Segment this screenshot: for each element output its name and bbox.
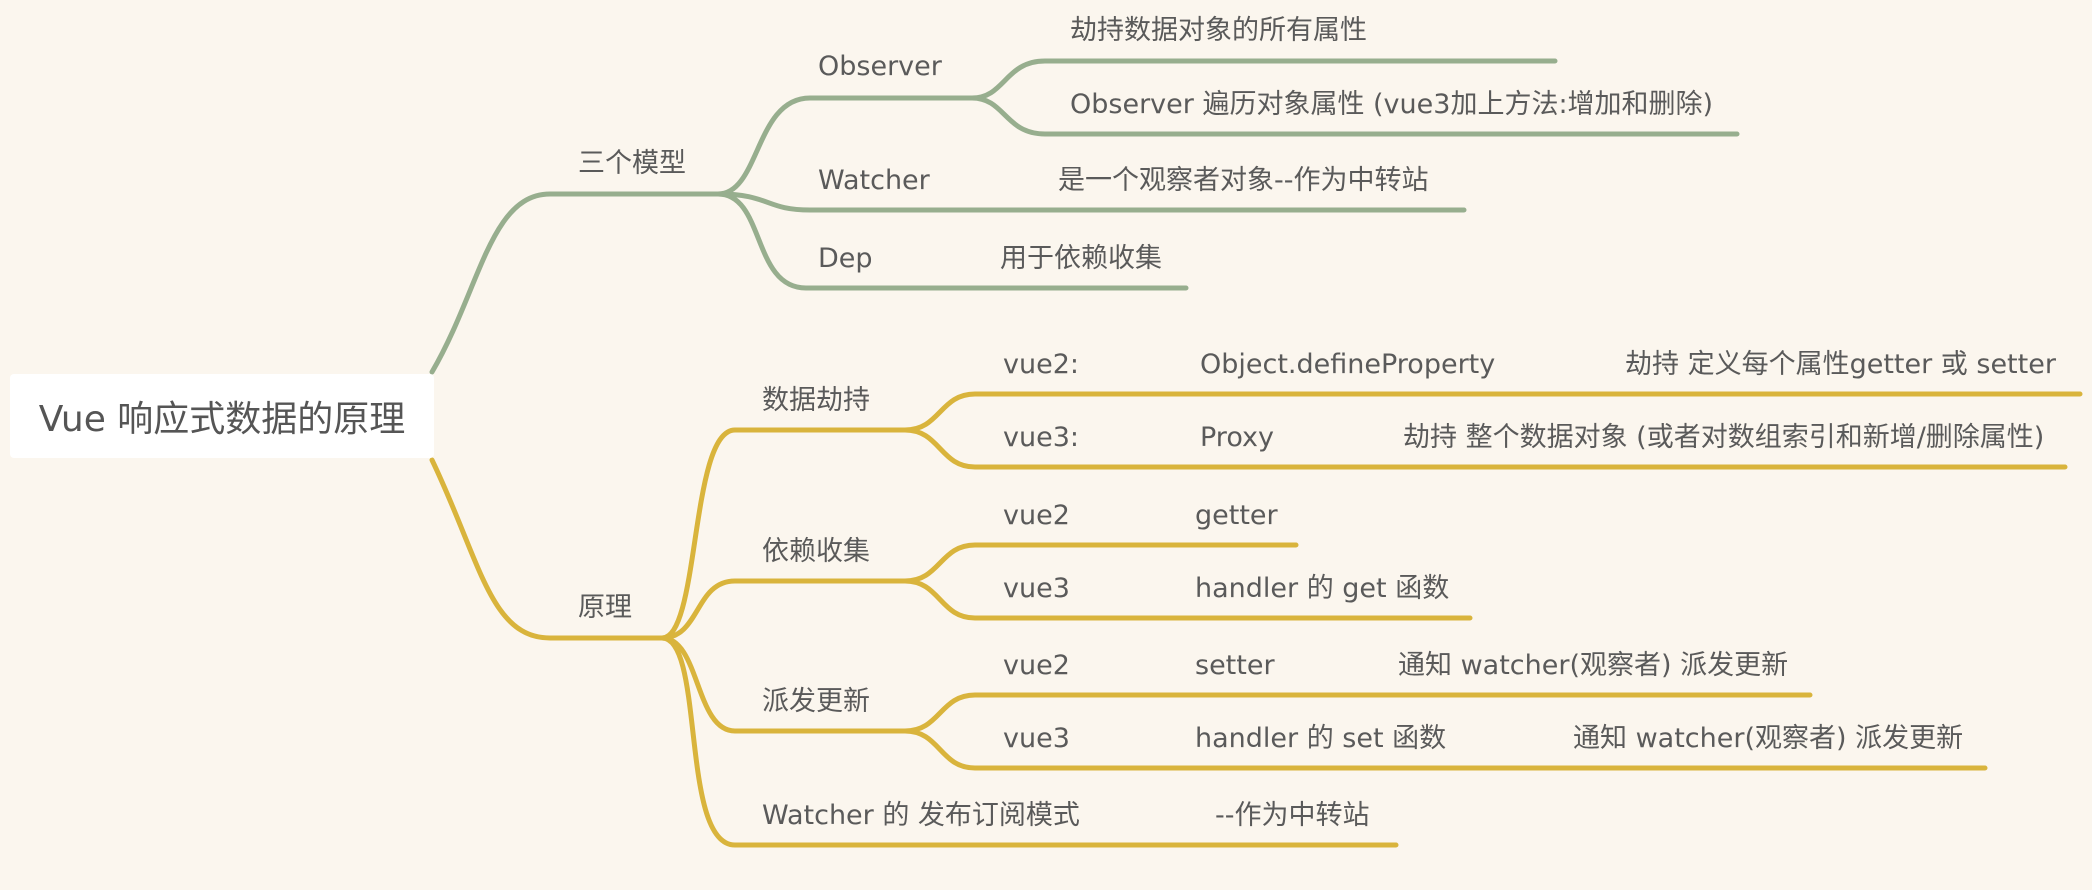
node-collect-vue2-api[interactable]: getter <box>1195 500 1278 531</box>
node-dispatch-vue3-api[interactable]: handler 的 set 函数 <box>1195 723 1447 754</box>
connector-models-to-dep <box>715 191 891 291</box>
node-hijack-vue3-version[interactable]: vue3: <box>1003 422 1079 453</box>
connector-models-to-watcher <box>715 191 937 213</box>
node-three-models[interactable]: 三个模型 <box>578 148 686 179</box>
connector-dep-collect-to-vue2 <box>902 542 1299 584</box>
node-principle[interactable]: 原理 <box>578 592 632 623</box>
node-dispatch-vue2-api[interactable]: setter <box>1195 650 1275 681</box>
connector-observer-to-detail-2 <box>969 95 1740 137</box>
connector-principle-to-watcher-pubsub <box>659 635 1399 848</box>
connector-principle-to-dep-collect <box>659 578 908 641</box>
node-dispatch-vue2-note[interactable]: 通知 watcher(观察者) 派发更新 <box>1398 650 1789 681</box>
root-node[interactable]: Vue 响应式数据的原理 <box>10 374 434 458</box>
node-collect-vue2-version[interactable]: vue2 <box>1003 500 1070 531</box>
connector-hijack-to-vue2 <box>902 391 2083 433</box>
connector-dispatch-to-vue3 <box>902 728 1988 771</box>
connector-principle-to-hijack <box>659 427 908 641</box>
node-dispatch-update[interactable]: 派发更新 <box>762 686 870 717</box>
node-hijack-vue2-api[interactable]: Object.defineProperty <box>1200 349 1496 380</box>
node-dep[interactable]: Dep <box>818 243 873 274</box>
connector-root-to-principle <box>429 457 665 641</box>
node-collect-vue3-api[interactable]: handler 的 get 函数 <box>1195 573 1450 604</box>
node-watcher[interactable]: Watcher <box>818 165 930 196</box>
connector-models-to-observer <box>715 95 975 197</box>
connector-root-to-models <box>429 191 721 375</box>
node-data-hijack[interactable]: 数据劫持 <box>762 385 870 416</box>
connector-observer-to-detail-1 <box>969 58 1558 101</box>
node-dispatch-vue2-version[interactable]: vue2 <box>1003 650 1070 681</box>
node-hijack-vue2-version[interactable]: vue2: <box>1003 349 1079 380</box>
connector-dep-collect-to-vue3 <box>902 578 1473 621</box>
node-observer-detail-1[interactable]: 劫持数据对象的所有属性 <box>1070 15 1367 46</box>
node-dispatch-vue3-note[interactable]: 通知 watcher(观察者) 派发更新 <box>1573 723 1964 754</box>
node-watcher-detail[interactable]: 是一个观察者对象--作为中转站 <box>1058 165 1429 196</box>
connector-hijack-to-vue3 <box>902 427 2068 470</box>
node-dep-detail[interactable]: 用于依赖收集 <box>1000 243 1162 274</box>
node-dispatch-vue3-version[interactable]: vue3 <box>1003 723 1070 754</box>
node-hijack-vue3-api[interactable]: Proxy <box>1200 422 1274 453</box>
node-hijack-vue2-note[interactable]: 劫持 定义每个属性getter 或 setter <box>1625 349 2056 380</box>
node-watcher-pubsub-note[interactable]: --作为中转站 <box>1215 800 1370 831</box>
node-collect-vue3-version[interactable]: vue3 <box>1003 573 1070 604</box>
node-watcher-pubsub[interactable]: Watcher 的 发布订阅模式 <box>762 800 1080 831</box>
node-dependency-collection[interactable]: 依赖收集 <box>762 536 870 567</box>
node-observer[interactable]: Observer <box>818 51 942 82</box>
node-hijack-vue3-note[interactable]: 劫持 整个数据对象 (或者对数组索引和新增/删除属性) <box>1403 422 2045 453</box>
connector-dispatch-to-vue2 <box>902 692 1813 734</box>
node-observer-detail-2[interactable]: Observer 遍历对象属性 (vue3加上方法:增加和删除) <box>1070 89 1714 120</box>
